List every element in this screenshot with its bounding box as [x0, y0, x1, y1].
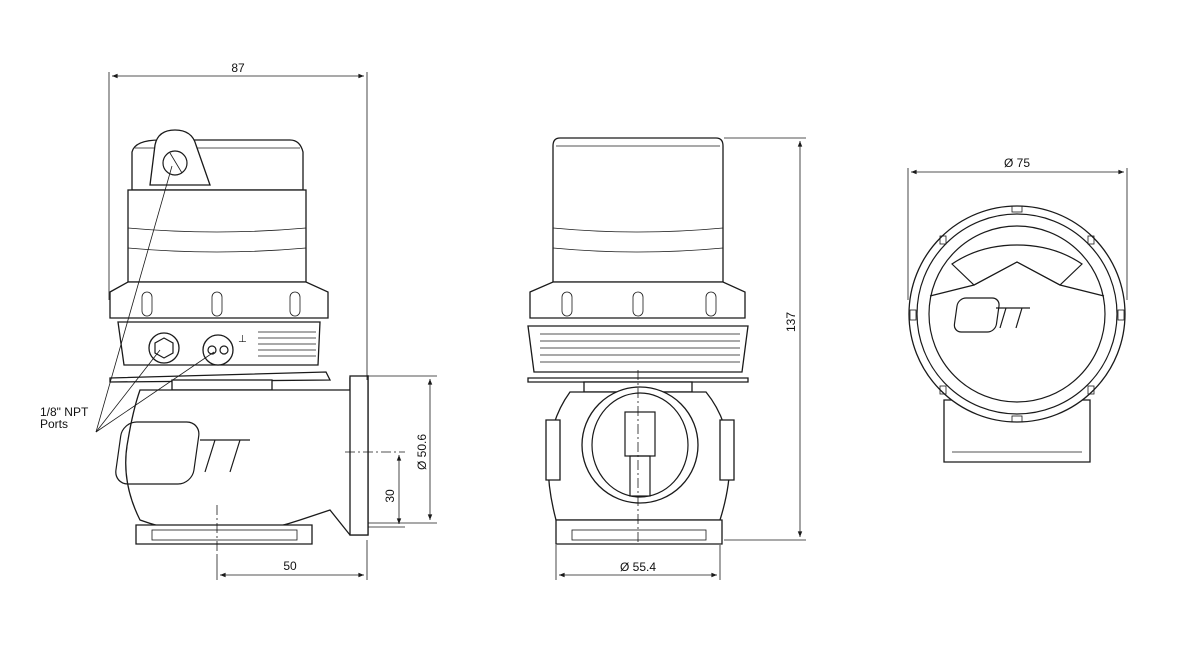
svg-text:⊥: ⊥ [238, 334, 247, 345]
dimension-50: 50 [216, 540, 368, 580]
dim-top-label: Ø 75 [1004, 156, 1030, 170]
dim-inlet-label: Ø 50.6 [415, 434, 429, 470]
logo-top [953, 297, 1030, 333]
dimension-506: Ø 50.6 [368, 375, 437, 524]
dimension-87: 87 [108, 61, 368, 380]
top-view [908, 205, 1126, 463]
dimension-30: 30 [368, 454, 405, 528]
dim-flange-label: Ø 55.4 [620, 560, 656, 574]
front-fins [540, 333, 740, 363]
cooling-fins [258, 331, 316, 357]
front-view [527, 137, 749, 545]
note-line2: Ports [40, 417, 68, 431]
logo-side [115, 421, 250, 485]
dimension-554: Ø 55.4 [555, 545, 721, 580]
npt-ports-note: 1/8" NPT Ports [40, 165, 215, 433]
dim-port-height-label: 30 [383, 489, 397, 503]
dimension-137: 137 [724, 137, 806, 541]
side-view: ⊥ [109, 129, 405, 555]
note-line1: 1/8" NPT [40, 405, 89, 419]
dim-width-label: 87 [231, 61, 245, 75]
dimension-75: Ø 75 [907, 156, 1128, 300]
dim-base-label: 50 [283, 559, 297, 573]
dim-height-label: 137 [784, 312, 798, 332]
